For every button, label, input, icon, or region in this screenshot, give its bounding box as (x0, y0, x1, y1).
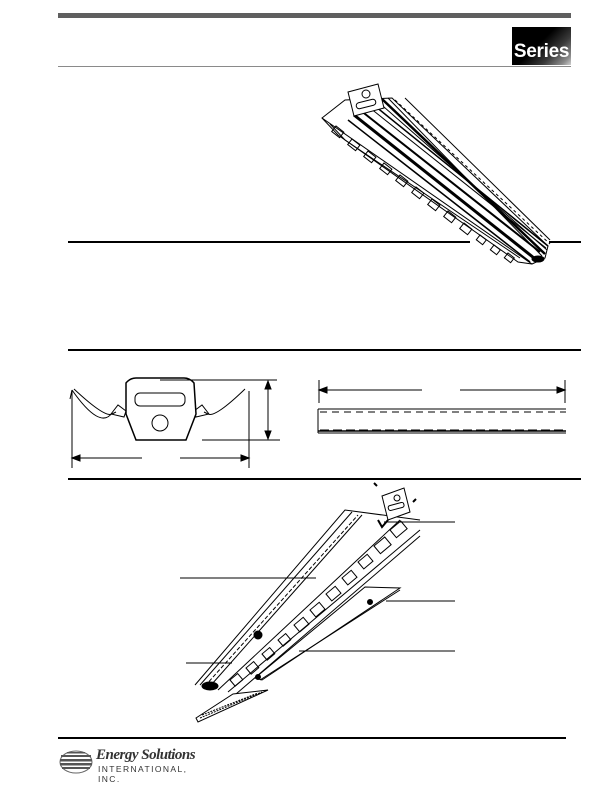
section-rule-1b (549, 241, 581, 243)
header-top-rule (58, 13, 571, 18)
globe-icon (59, 750, 93, 774)
footer-rule (58, 737, 566, 739)
series-badge-label: Series (513, 41, 570, 62)
company-subtitle: INTERNATIONAL, INC. (98, 764, 188, 784)
series-badge: Series (512, 27, 571, 65)
company-logo: Energy Solutions INTERNATIONAL, INC. (56, 747, 196, 784)
header-bottom-rule (58, 66, 571, 67)
section-rule-3 (68, 478, 581, 480)
section-rule-2 (68, 349, 581, 351)
company-name: Energy Solutions (96, 747, 196, 763)
section-rule-1a (68, 241, 470, 243)
